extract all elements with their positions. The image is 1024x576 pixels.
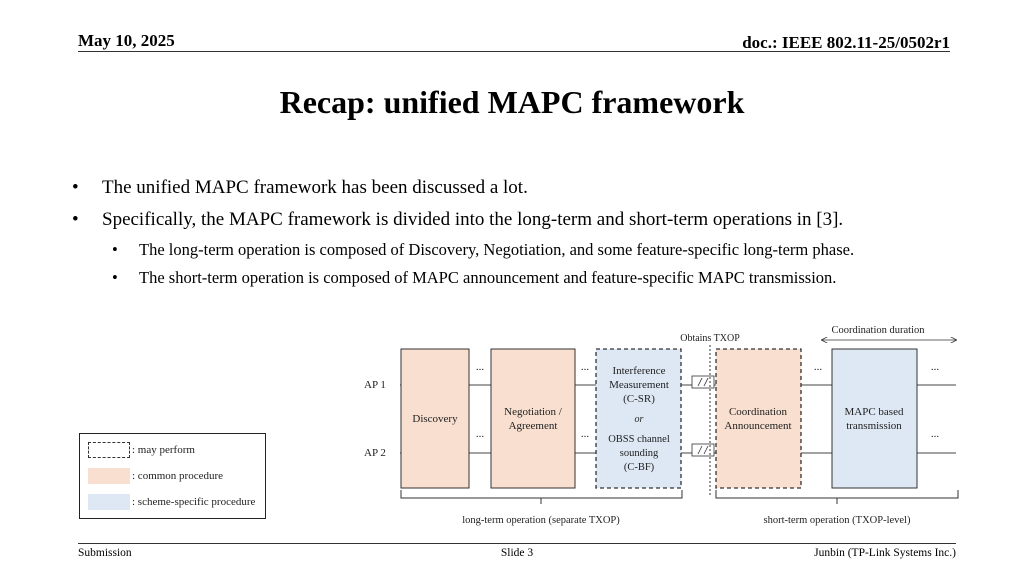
short-term-label: short-term operation (TXOP-level) [764,515,911,526]
interference-label: OBSS channel [608,434,670,445]
legend-label: : common procedure [132,470,224,482]
footer-author: Junbin (TP-Link Systems Inc.) [814,547,956,559]
ellipsis: ... [476,428,485,440]
break-mark-ap2 [691,443,715,457]
coord-announcement-label: Coordination [729,406,788,418]
legend-row-scheme: : scheme-specific procedure [88,493,255,511]
ellipsis: ... [581,361,590,373]
interference-label: or [635,414,644,425]
interference-label: sounding [620,448,659,459]
interference-label: (C-SR) [623,393,655,405]
short-term-brace [715,490,959,499]
interference-block [595,348,682,489]
long-term-brace [400,490,683,499]
slide-title: Recap: unified MAPC framework [279,84,745,120]
negotiation-label: Negotiation / [504,406,563,418]
break-mark-ap1 [691,375,715,389]
ellipsis: ... [814,361,823,373]
interference-label: Measurement [609,379,669,391]
coord-announcement-label: Announcement [724,420,791,432]
legend-swatch-dashed [88,442,130,458]
ellipsis: ... [581,428,590,440]
legend-row-common: : common procedure [88,467,223,485]
sub-bullet-item: The long-term operation is composed of D… [72,236,992,264]
discovery-label: Discovery [412,413,458,425]
legend-label: : scheme-specific procedure [132,496,256,508]
ap1-label: AP 1 [364,379,386,391]
discovery-block [400,348,470,489]
ap2-label: AP 2 [364,447,386,459]
ellipsis: ... [476,361,485,373]
negotiation-label: Agreement [509,420,558,432]
legend-row-may-perform: : may perform [88,441,195,459]
ellipsis: ... [931,428,940,440]
footer-slide-number: Slide 3 [500,547,534,559]
mapc-tx-block [831,348,918,489]
header-divider [78,51,950,52]
mapc-framework-diagram: AP 1 AP 2 Discovery Negotiation / Agreem… [364,325,959,526]
bullet-list: The unified MAPC framework has been disc… [72,172,992,292]
bullet-item: The unified MAPC framework has been disc… [72,172,992,204]
negotiation-block [490,348,576,489]
legend-swatch-scheme [88,494,130,510]
interference-label: Interference [612,365,665,377]
header-date: May 10, 2025 [78,31,175,50]
mapc-tx-label: MAPC based [845,406,904,418]
obtains-txop-label: Obtains TXOP [680,333,740,344]
long-term-label: long-term operation (separate TXOP) [462,515,620,526]
legend-swatch-common [88,468,130,484]
legend-label: : may perform [132,444,195,456]
ellipsis: ... [931,361,940,373]
footer-submission: Submission [78,547,132,559]
sub-bullet-item: The short-term operation is composed of … [72,264,992,292]
coord-duration-label: Coordination duration [831,325,925,336]
interference-label: (C-BF) [624,462,655,473]
bullet-item: Specifically, the MAPC framework is divi… [72,204,992,236]
diagram-legend: : may perform : common procedure : schem… [79,433,266,519]
mapc-tx-label: transmission [846,420,902,432]
header-doc-id: doc.: IEEE 802.11-25/0502r1 [742,33,950,52]
footer-divider [78,543,956,544]
coord-announcement-block [715,348,802,489]
